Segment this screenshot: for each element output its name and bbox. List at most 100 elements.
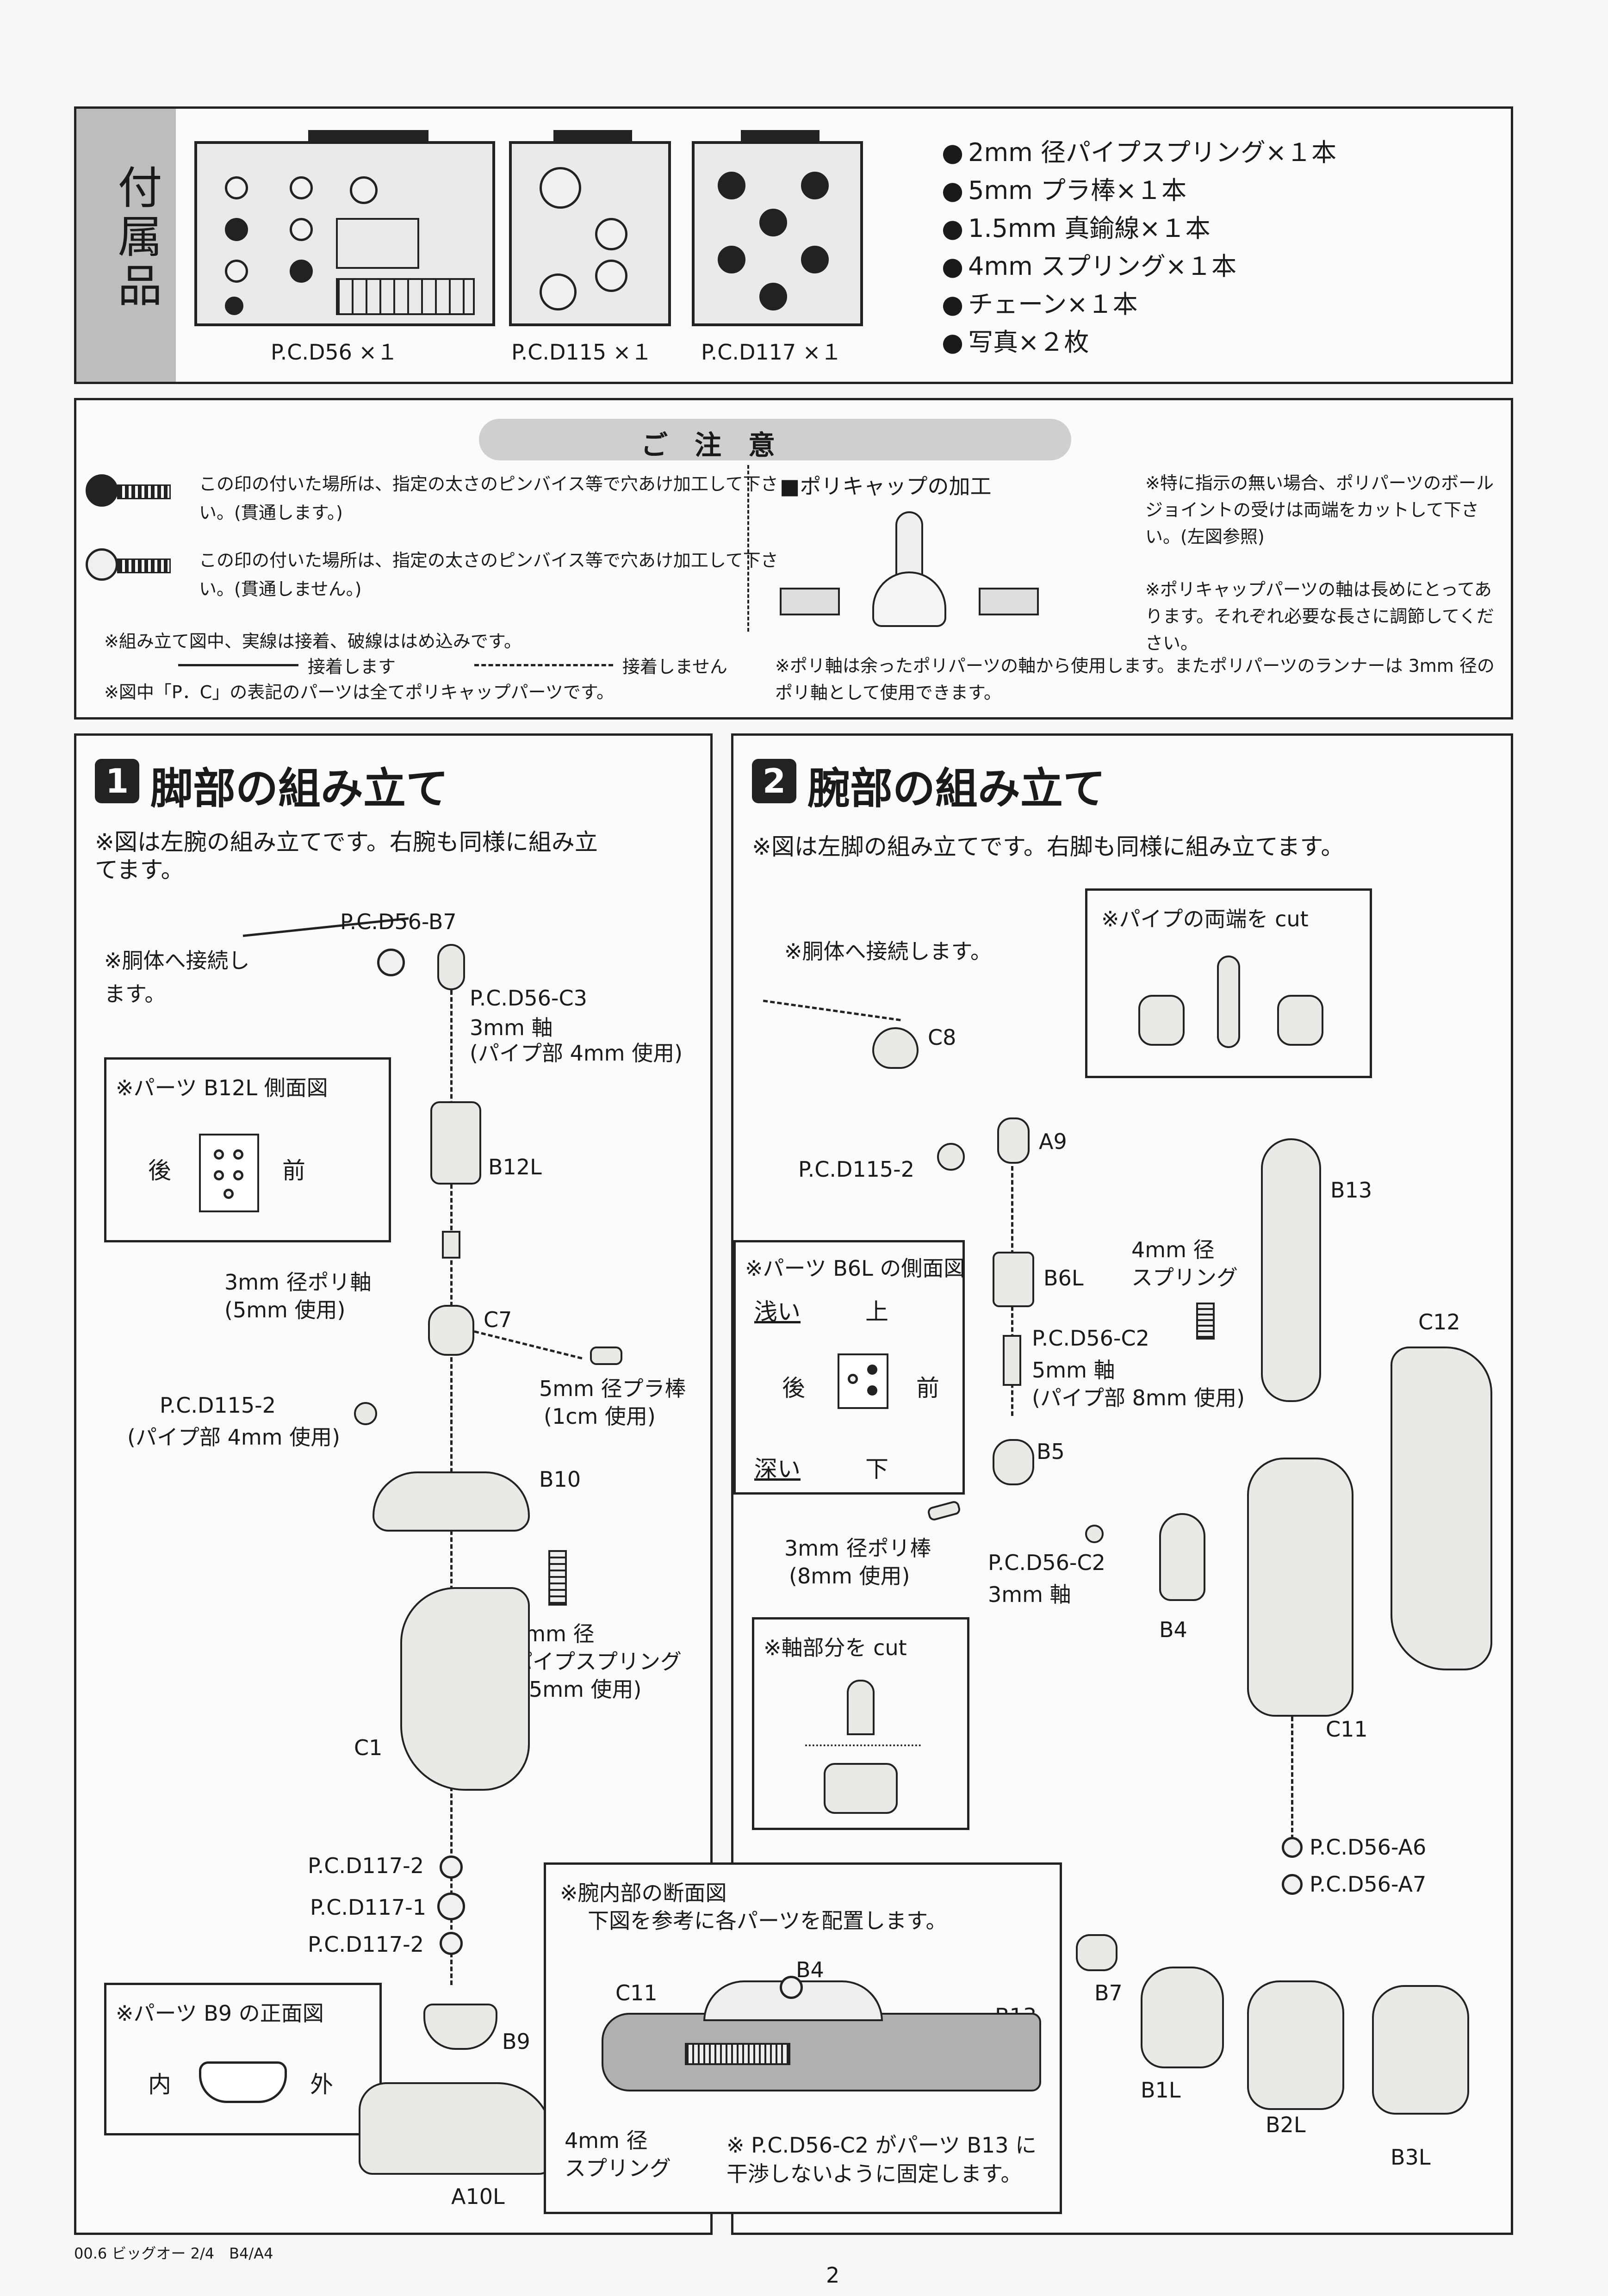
label-spring-4mm: 4mm 径 — [1131, 1237, 1215, 1262]
label-a9: A9 — [1039, 1129, 1067, 1154]
label-b6l: B6L — [1043, 1266, 1084, 1291]
b6l-back-label: 後 — [782, 1375, 805, 1402]
label-a10l: A10L — [451, 2184, 505, 2209]
part-a10l — [359, 2082, 553, 2175]
accessory-item: 1.5mm 真鍮線×１本 — [942, 208, 1211, 244]
b12l-side-view-title: ※パーツ B12L 側面図 — [116, 1075, 328, 1100]
part-pcd56-c2-3mm — [1085, 1525, 1104, 1543]
label-b7: B7 — [1094, 1980, 1123, 2005]
polycap-illustration — [780, 511, 1104, 632]
part-pcd117-1 — [437, 1893, 465, 1920]
section-arm-shape — [602, 2013, 1041, 2091]
part-b5 — [993, 1439, 1034, 1485]
label-b1l: B1L — [1141, 2078, 1181, 2103]
label-b4: B4 — [1159, 1617, 1187, 1642]
b6l-hole-pattern — [838, 1353, 888, 1409]
label-pla-5mm: 5mm 径プラ棒 — [539, 1376, 686, 1401]
part-c12 — [1391, 1347, 1492, 1670]
label-use-5mm-b: (5mm 使用) — [521, 1677, 642, 1702]
label-pcd56-c2-b: P.C.D56-C2 — [988, 1550, 1105, 1575]
b9-shape — [199, 2061, 287, 2103]
polyshaft-note: ※ポリ軸は余ったポリパーツの軸から使用します。またポリパーツのランナーは 3mm… — [775, 656, 1495, 703]
pipe-cut-inset: ※パイプの両端を cut — [1085, 888, 1372, 1078]
b9-inner-label: 内 — [148, 2071, 171, 2098]
b6l-front-label: 前 — [916, 1375, 939, 1402]
section-1-note: ※図は左腕の組み立てです。右腕も同様に組み立てます。 — [95, 829, 598, 883]
accessory-item: 写真×２枚 — [942, 322, 1089, 358]
part-b3l — [1372, 1985, 1469, 2115]
section-view-title: ※腕内部の断面図 — [560, 1880, 727, 1905]
b6l-down-label: 下 — [865, 1456, 888, 1483]
pc-note: ※図中「P．C」の表記のパーツは全てポリキャップパーツです。 — [104, 682, 614, 702]
part-c1 — [400, 1587, 530, 1791]
b6l-shallow-label: 浅い — [754, 1298, 801, 1325]
to-body-note: ※胴体へ接続します。 — [784, 939, 992, 964]
section-label-spring: スプリング — [565, 2156, 671, 2181]
b12l-back-label: 後 — [148, 1157, 171, 1184]
pipe-cut-title: ※パイプの両端を cut — [1101, 906, 1309, 931]
runner-pcd56-illustration — [194, 130, 495, 326]
part-a9 — [997, 1117, 1030, 1164]
accessories-side-tab — [76, 109, 176, 382]
b12l-side-view-inset: ※パーツ B12L 側面図 後 前 — [104, 1057, 391, 1242]
section-label-b4: B4 — [796, 1957, 824, 1982]
part-ball-b7 — [377, 949, 405, 976]
section-2-note: ※図は左脚の組み立てです。右脚も同様に組み立てます。 — [752, 833, 1344, 860]
accessory-item: チェーン×１本 — [942, 284, 1138, 320]
drill-through-icon — [86, 474, 178, 507]
label-shaft-3mm: 3mm 軸 — [470, 1015, 553, 1040]
label-c1: C1 — [354, 1735, 383, 1760]
label-b3l: B3L — [1391, 2145, 1431, 2170]
section-2-panel: 2 腕部の組み立て ※図は左脚の組み立てです。右脚も同様に組み立てます。 ※パイ… — [544, 733, 1513, 2235]
drill-through-text: この印の付いた場所は、指定の太さのピンバイス等で穴あけ加工して下さい。(貫通しま… — [199, 474, 778, 523]
label-b5: B5 — [1037, 1439, 1065, 1464]
part-b9 — [423, 2004, 497, 2050]
label-pcd56-a7: P.C.D56-A7 — [1310, 1872, 1427, 1897]
label-b12l: B12L — [488, 1154, 542, 1179]
part-pcd56-a7 — [1282, 1874, 1303, 1895]
label-pipe-spring: パイプスプリング — [511, 1649, 682, 1674]
page-number: 2 — [826, 2263, 840, 2288]
part-b1l — [1141, 1967, 1224, 2068]
part-c11 — [1247, 1458, 1353, 1717]
runner-pcd115-label: P.C.D115 ×１ — [511, 340, 652, 365]
part-b13 — [1261, 1138, 1321, 1402]
part-b6l — [993, 1252, 1034, 1307]
section-2-number: 2 — [752, 759, 796, 803]
label-b2l: B2L — [1266, 2112, 1306, 2137]
label-pcd56-a6: P.C.D56-A6 — [1310, 1835, 1427, 1860]
accessory-item: 4mm スプリング×１本 — [942, 246, 1236, 282]
label-pipe-4mm-b: (パイプ部 4mm 使用) — [127, 1425, 341, 1450]
b12l-front-label: 前 — [282, 1157, 305, 1184]
drill-blind-text: この印の付いた場所は、指定の太さのピンバイス等で穴あけ加工して下さい。(貫通しま… — [199, 550, 778, 599]
part-c7 — [428, 1305, 474, 1356]
label-use-8mm: (8mm 使用) — [789, 1564, 910, 1589]
b6l-deep-label: 深い — [754, 1456, 801, 1483]
label-shaft-3mm: 3mm 軸 — [988, 1582, 1071, 1607]
section-note: ※ P.C.D56-C2 がパーツ B13 に干渉しないように固定します。 — [726, 2133, 1037, 2186]
part-pcd56-c2-5mm — [1003, 1335, 1021, 1386]
footer-code: 00.6 ビッグオー 2/4 B4/A4 — [74, 2245, 273, 2262]
part-pcd117-2a — [440, 1855, 463, 1879]
line-note: ※組み立て図中、実線は接着、破線ははめ込みです。 — [104, 631, 522, 652]
label-b13: B13 — [1330, 1178, 1372, 1203]
accessories-side-label: 付属品 — [110, 164, 162, 311]
part-pcd115-2 — [354, 1402, 377, 1425]
label-b10: B10 — [539, 1467, 581, 1492]
solid-line-label: 接着します — [308, 657, 396, 677]
b6l-side-view-title: ※パーツ B6L の側面図 — [745, 1256, 965, 1281]
section-label-c11: C11 — [615, 1980, 658, 2005]
notice-panel: ご 注 意 この印の付いた場所は、指定の太さのピンバイス等で穴あけ加工して下さい… — [74, 398, 1513, 720]
cut-shaft-inset: ※軸部分を cut — [752, 1617, 969, 1830]
label-use-1cm: (1cm 使用) — [544, 1404, 656, 1429]
part-pipe-spring — [548, 1550, 567, 1606]
part-b10 — [373, 1471, 530, 1532]
runner-pcd56-label: P.C.D56 ×１ — [271, 340, 398, 365]
part-b7 — [1076, 1934, 1118, 1971]
b9-front-view-title: ※パーツ B9 の正面図 — [116, 2001, 324, 2026]
polycap-note-2: ※ポリキャップパーツの軸は長めにとってあります。それぞれ必要な長さに調節してくだ… — [1145, 579, 1494, 653]
section-1-number: 1 — [95, 759, 139, 803]
section-1-title: 脚部の組み立て — [150, 764, 449, 813]
label-c8: C8 — [928, 1025, 956, 1050]
arm-section-view-inset: ※腕内部の断面図 下図を参考に各パーツを配置します。 C11 B4 B13 4m… — [544, 1862, 1062, 2214]
